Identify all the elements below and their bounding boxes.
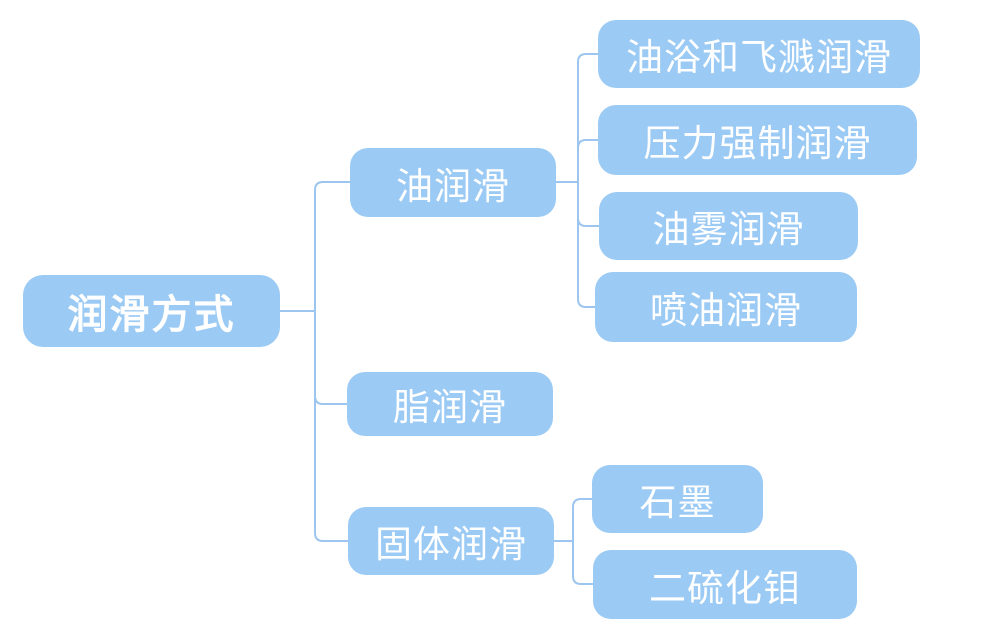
node-pressure-forced-lubrication[interactable]: 压力强制润滑 [598,105,917,175]
node-oil-mist-lubrication[interactable]: 油雾润滑 [599,192,858,260]
node-grease-lubrication[interactable]: 脂润滑 [347,372,553,436]
connector-root-solid [279,310,349,542]
node-lubrication-method-root[interactable]: 润滑方式 [23,275,280,347]
node-solid-lubrication[interactable]: 固体润滑 [348,507,554,575]
connector-solid-graphite [553,498,593,542]
node-oil-spray-lubrication[interactable]: 喷油润滑 [595,272,857,342]
node-oil-lubrication[interactable]: 油润滑 [350,148,556,217]
node-molybdenum-disulfide[interactable]: 二硫化钼 [593,550,857,619]
connector-oil-spray [555,181,596,308]
connector-oil-pressure-forced [555,139,599,183]
connector-root-oil [279,181,351,312]
node-graphite[interactable]: 石墨 [592,465,763,533]
connector-root-grease [279,310,348,405]
connector-solid-molybdenum [553,540,594,585]
node-oil-bath-splash-lubrication[interactable]: 油浴和飞溅润滑 [598,20,920,88]
connector-oil-bath-splash [555,53,599,183]
